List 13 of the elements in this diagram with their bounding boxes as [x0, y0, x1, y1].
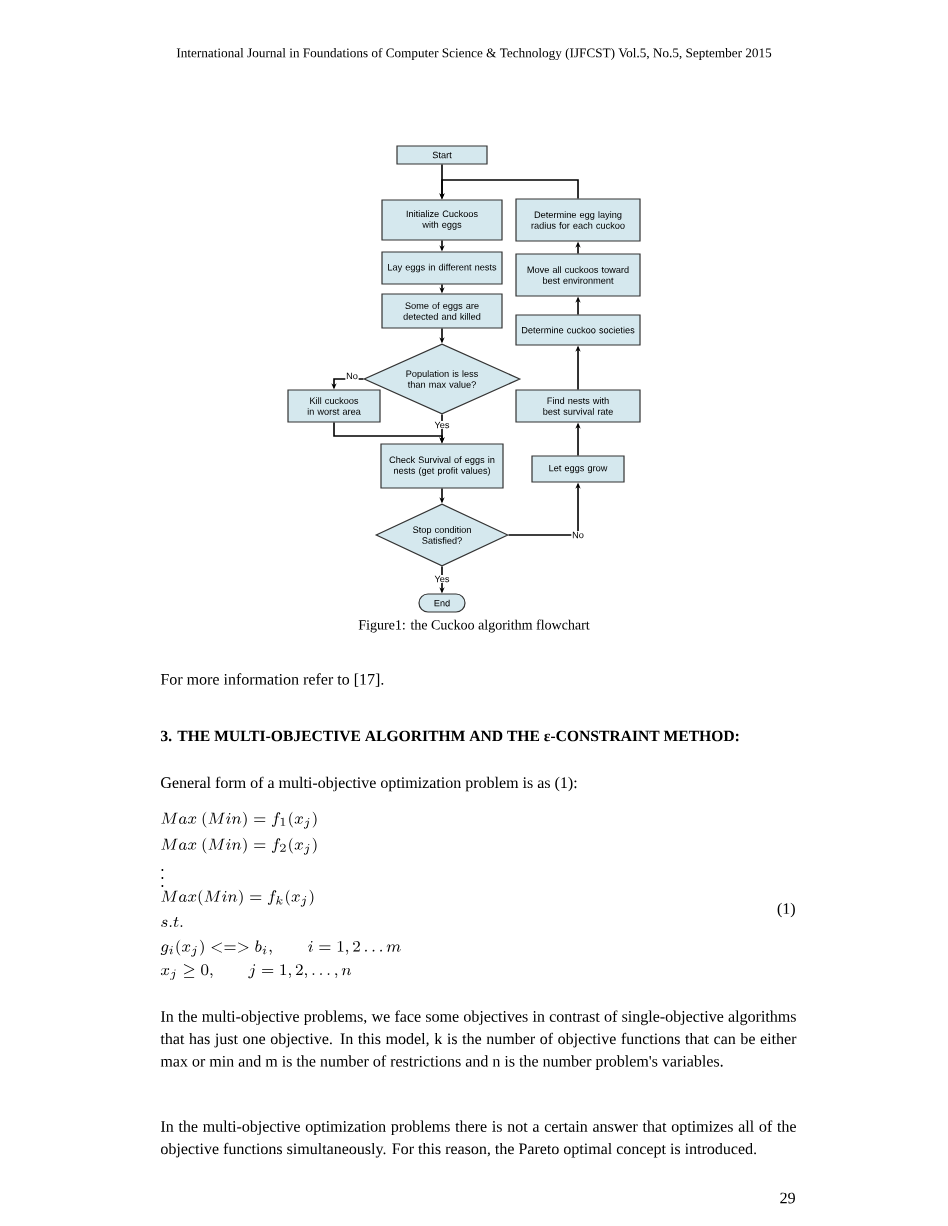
text-line: 29: [780, 1192, 795, 1204]
formula: $g_{i}(x_{j}) <=> b_{i}, \qquad i = 1, 2 \dots m$: [160, 939, 401, 957]
text-line: General form of a multi-objective optimization problem is as (1):: [161, 776, 577, 792]
formula: $Max\ (Min)= f_{1}(x_{j})$: [161, 811, 317, 829]
formula: $s.t.$: [161, 916, 183, 928]
text-line: (1): [777, 902, 795, 918]
paragraph: In the multi-objective optimization problems there is not a certain answer that optimizes all of the objective functions simultaneously. For this reason, the Pareto optimal concept is introduced.: [160, 1120, 796, 1158]
formula: $Max\ (Min)= f_{2}(x_{j})$: [161, 837, 317, 855]
text-line: For more information refer to [17].: [160, 673, 384, 687]
formula: $\vdots$: [161, 869, 164, 887]
formula: $Max(Min)= f_{k}(x_{j})$: [161, 889, 314, 907]
paragraph: In the multi-objective problems, we face some objectives in contrast of single-objective algorithms that has just one objective. In this model, k is the number of objective functions that can be either max or min and m is the number of restrictions and n is the number problem's variables.: [160, 1010, 797, 1070]
formula: $x_{j} \geq 0, \qquad j = 1,2, \dots, n$: [160, 964, 352, 980]
